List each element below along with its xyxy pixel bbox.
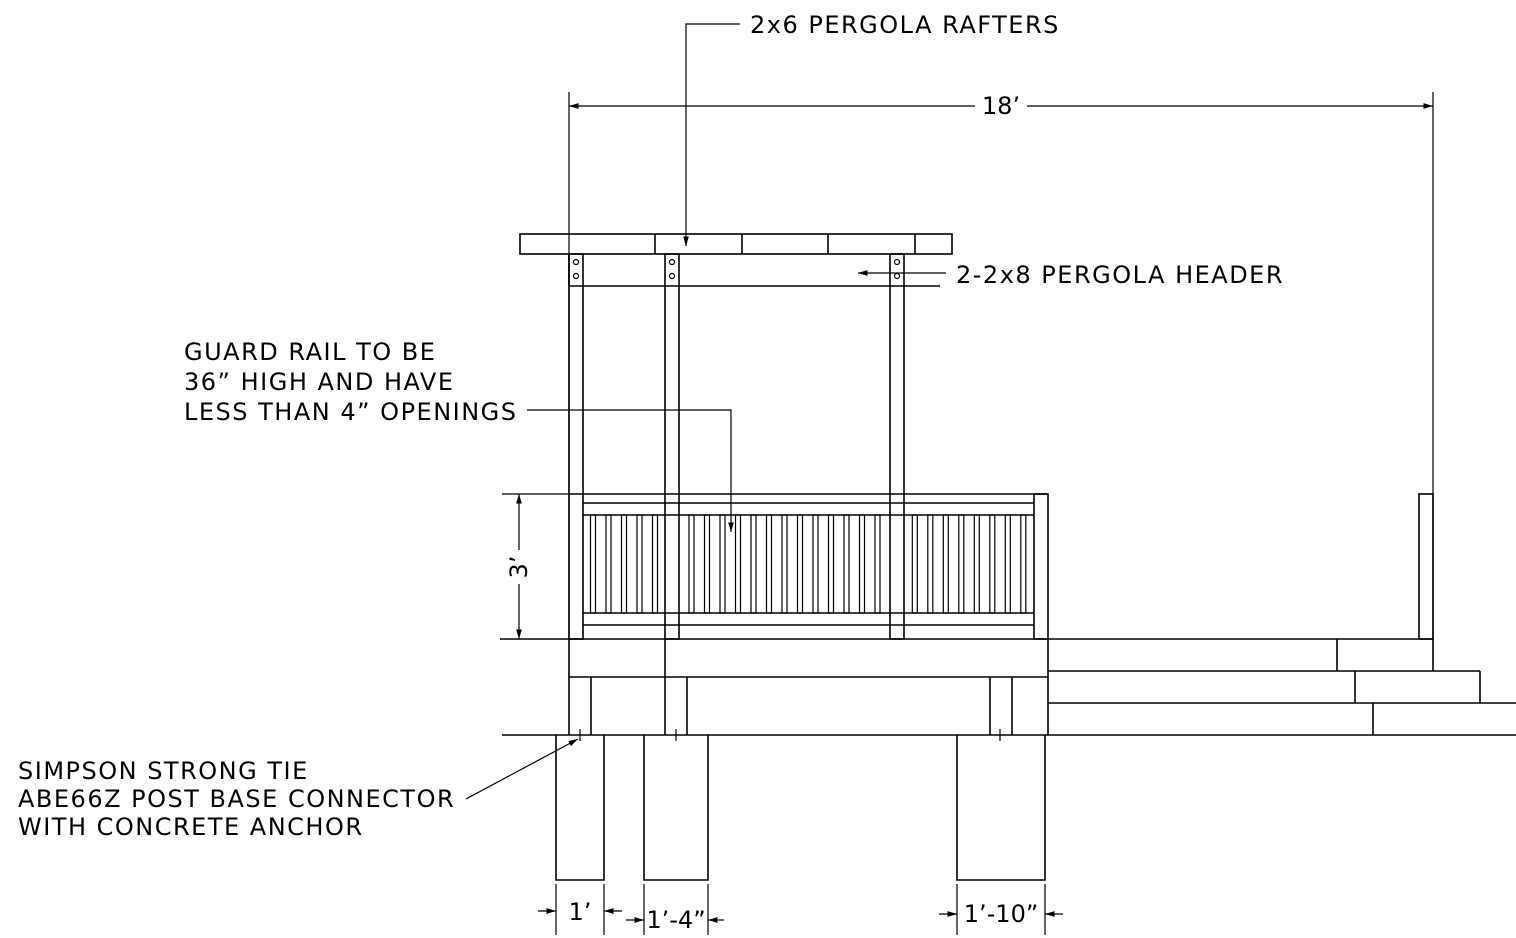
baluster — [989, 514, 996, 614]
balusters — [589, 514, 1027, 614]
baluster — [812, 514, 819, 614]
baluster — [973, 514, 980, 614]
rafters-label: 2x6 PERGOLA RAFTERS — [750, 11, 1060, 39]
baluster — [589, 514, 597, 614]
baluster — [1020, 514, 1027, 614]
overall-width-dimension: 18’ — [568, 92, 1434, 639]
footing-dimensions: 1’ 1’-4” 1’-10” — [538, 884, 1063, 935]
footing-a-label: 1’ — [569, 898, 592, 926]
guard-rail-note-line3: LESS THAN 4” OPENINGS — [184, 398, 518, 426]
post-base-note-line1: SIMPSON STRONG TIE — [18, 757, 309, 785]
rafters-callout: 2x6 PERGOLA RAFTERS — [683, 11, 1060, 246]
header-label: 2-2x8 PERGOLA HEADER — [956, 261, 1284, 289]
post-base-note-line2: ABE66Z POST BASE CONNECTOR — [18, 785, 455, 813]
post-base-note-line3: WITH CONCRETE ANCHOR — [18, 813, 364, 841]
baluster — [942, 514, 949, 614]
baluster — [874, 514, 881, 614]
stairs — [1048, 639, 1516, 735]
baluster — [927, 514, 934, 614]
guard-rail — [569, 493, 1048, 626]
baluster — [765, 514, 773, 614]
baluster — [911, 514, 918, 614]
baluster — [651, 514, 659, 614]
guard-rail-callout: GUARD RAIL TO BE 36” HIGH AND HAVE LESS … — [184, 338, 734, 532]
baluster — [1004, 514, 1011, 614]
baluster — [719, 514, 726, 614]
footing-b-label: 1’-4” — [646, 906, 705, 934]
baluster — [688, 514, 695, 614]
pergola-header — [568, 254, 940, 287]
baluster — [750, 514, 757, 614]
baluster — [843, 514, 850, 614]
baluster — [858, 514, 866, 614]
guard-rail-note-line2: 36” HIGH AND HAVE — [184, 368, 455, 396]
footing-c-label: 1’-10” — [964, 900, 1039, 928]
baluster — [703, 514, 711, 614]
guard-rail-note-line1: GUARD RAIL TO BE — [184, 338, 436, 366]
overall-width-label: 18’ — [982, 92, 1020, 120]
baluster — [781, 514, 788, 614]
pergola-posts — [568, 253, 1434, 640]
baluster — [827, 514, 835, 614]
header-callout: 2-2x8 PERGOLA HEADER — [858, 261, 1284, 289]
rail-height-label: 3’ — [505, 556, 533, 579]
baluster — [605, 514, 612, 614]
baluster — [734, 514, 742, 614]
footings — [555, 729, 1046, 881]
baluster — [636, 514, 643, 614]
baluster — [620, 514, 628, 614]
rail-height-dimension: 3’ — [502, 493, 569, 639]
baluster — [796, 514, 804, 614]
pergola-rafters — [519, 233, 953, 255]
post-base-callout: SIMPSON STRONG TIE ABE66Z POST BASE CONN… — [18, 738, 579, 841]
baluster — [958, 514, 965, 614]
deck-framing — [500, 638, 1433, 735]
